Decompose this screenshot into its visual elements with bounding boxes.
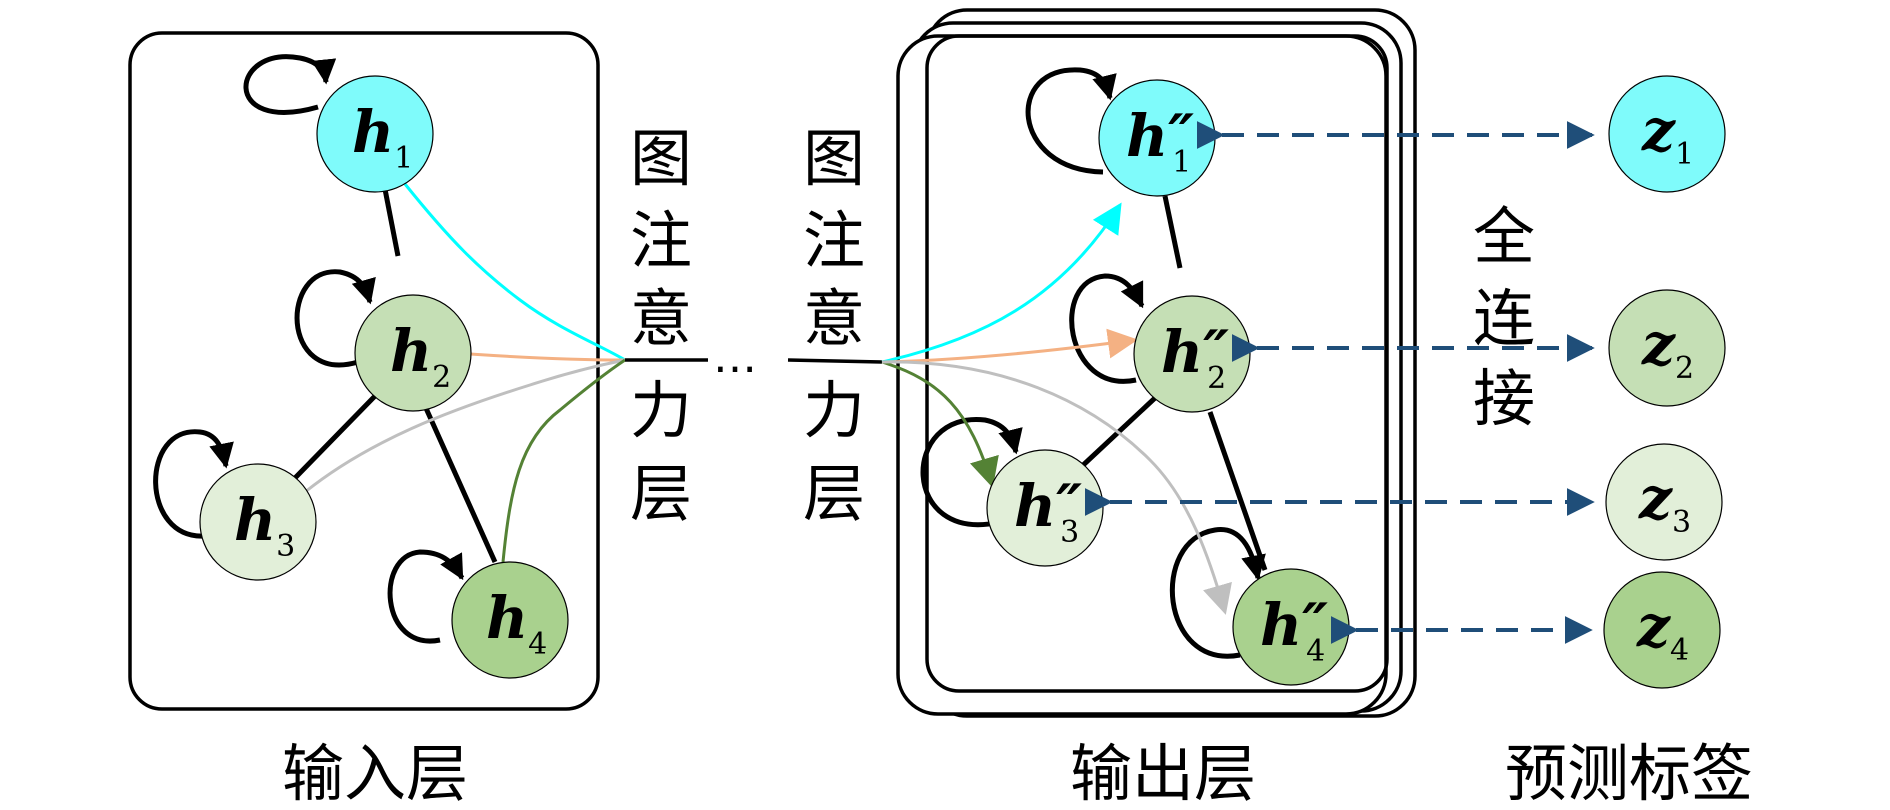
fc-char-1: 全 (1473, 200, 1535, 273)
output-node-h1-label: h″1 (1126, 102, 1194, 180)
self-loop-o4 (1170, 527, 1266, 659)
input-node-h3-label: h3 (234, 486, 295, 564)
attention-char-1: 图 (630, 122, 692, 195)
edge-h1-h2 (381, 183, 401, 257)
attention-line-h4 (501, 358, 626, 563)
label-node-z2: z2 (1608, 289, 1726, 407)
output-node-h2: h″2 (1133, 295, 1251, 413)
label-node-z1-label: z1 (1641, 96, 1694, 172)
self-loop-o2 (1069, 273, 1145, 384)
attention-arrow-o3 (881, 360, 999, 488)
input-node-h1-label: h1 (352, 98, 413, 176)
label-node-z3: z3 (1605, 443, 1723, 561)
input-node-h4-label: h4 (486, 584, 547, 662)
fc-char-2: 连 (1473, 282, 1535, 355)
label-node-z1: z1 (1608, 75, 1726, 193)
attention-char-3b: 意 (803, 282, 865, 355)
attention-line-h1 (403, 183, 626, 362)
input-node-h2: h2 (354, 294, 472, 412)
input-node-h2-label: h2 (390, 317, 451, 395)
edge-h2-h4 (422, 404, 498, 564)
input-node-h1: h1 (316, 75, 434, 193)
attention-char-2b: 注 (803, 204, 865, 277)
ellipsis: … (713, 332, 757, 383)
output-node-h3: h″3 (986, 449, 1104, 567)
attention-char-1b: 图 (803, 122, 865, 195)
label-node-z2-label: z2 (1641, 310, 1694, 386)
output-node-h4-label: h″4 (1260, 591, 1328, 669)
label-node-z4-label: z4 (1636, 592, 1689, 668)
input-node-h4: h4 (451, 561, 569, 679)
output-layer-caption: 输出层 (1070, 737, 1256, 810)
fully-connected-label: 全 连 接 (1473, 200, 1535, 435)
attention-char-5: 层 (630, 457, 692, 530)
fc-char-3: 接 (1473, 362, 1535, 435)
attention-line-h3 (304, 358, 626, 494)
attention-char-4b: 力 (803, 374, 865, 447)
self-loop-h1 (243, 54, 337, 115)
output-node-h1: h″1 (1098, 79, 1216, 197)
edge-h2-h3 (293, 394, 377, 480)
label-node-z4: z4 (1603, 571, 1721, 689)
output-node-h4: h″4 (1232, 568, 1350, 686)
self-loop-o1 (1025, 67, 1117, 175)
label-node-z3-label: z3 (1638, 464, 1691, 540)
self-loop-h3 (153, 429, 234, 539)
input-layer-caption: 输入层 (282, 737, 468, 810)
attention-layer-label-1: 图 注 意 力 层 (630, 122, 692, 530)
attention-arrow-o2 (881, 328, 1138, 364)
self-loop-h2 (294, 269, 376, 368)
attention-char-5b: 层 (803, 457, 865, 530)
attention-char-3: 意 (630, 282, 692, 355)
output-node-h3-label: h″3 (1014, 472, 1082, 550)
edge-o1-o2 (1162, 195, 1183, 269)
self-loop-o3 (920, 417, 1023, 527)
attention-arrow-o4 (881, 360, 1232, 615)
output-node-h2-label: h″2 (1161, 318, 1229, 396)
input-node-h3: h3 (199, 463, 317, 581)
self-loop-h4 (387, 549, 465, 644)
attention-layer-label-2: 图 注 意 力 层 (803, 122, 865, 530)
attention-line-h2 (469, 352, 626, 362)
predicted-labels-caption: 预测标签 (1505, 737, 1753, 810)
attention-char-2: 注 (630, 204, 692, 277)
attention-layer-2-line (787, 358, 883, 364)
attention-arrow-o1 (881, 202, 1122, 364)
attention-char-4: 力 (630, 374, 692, 447)
